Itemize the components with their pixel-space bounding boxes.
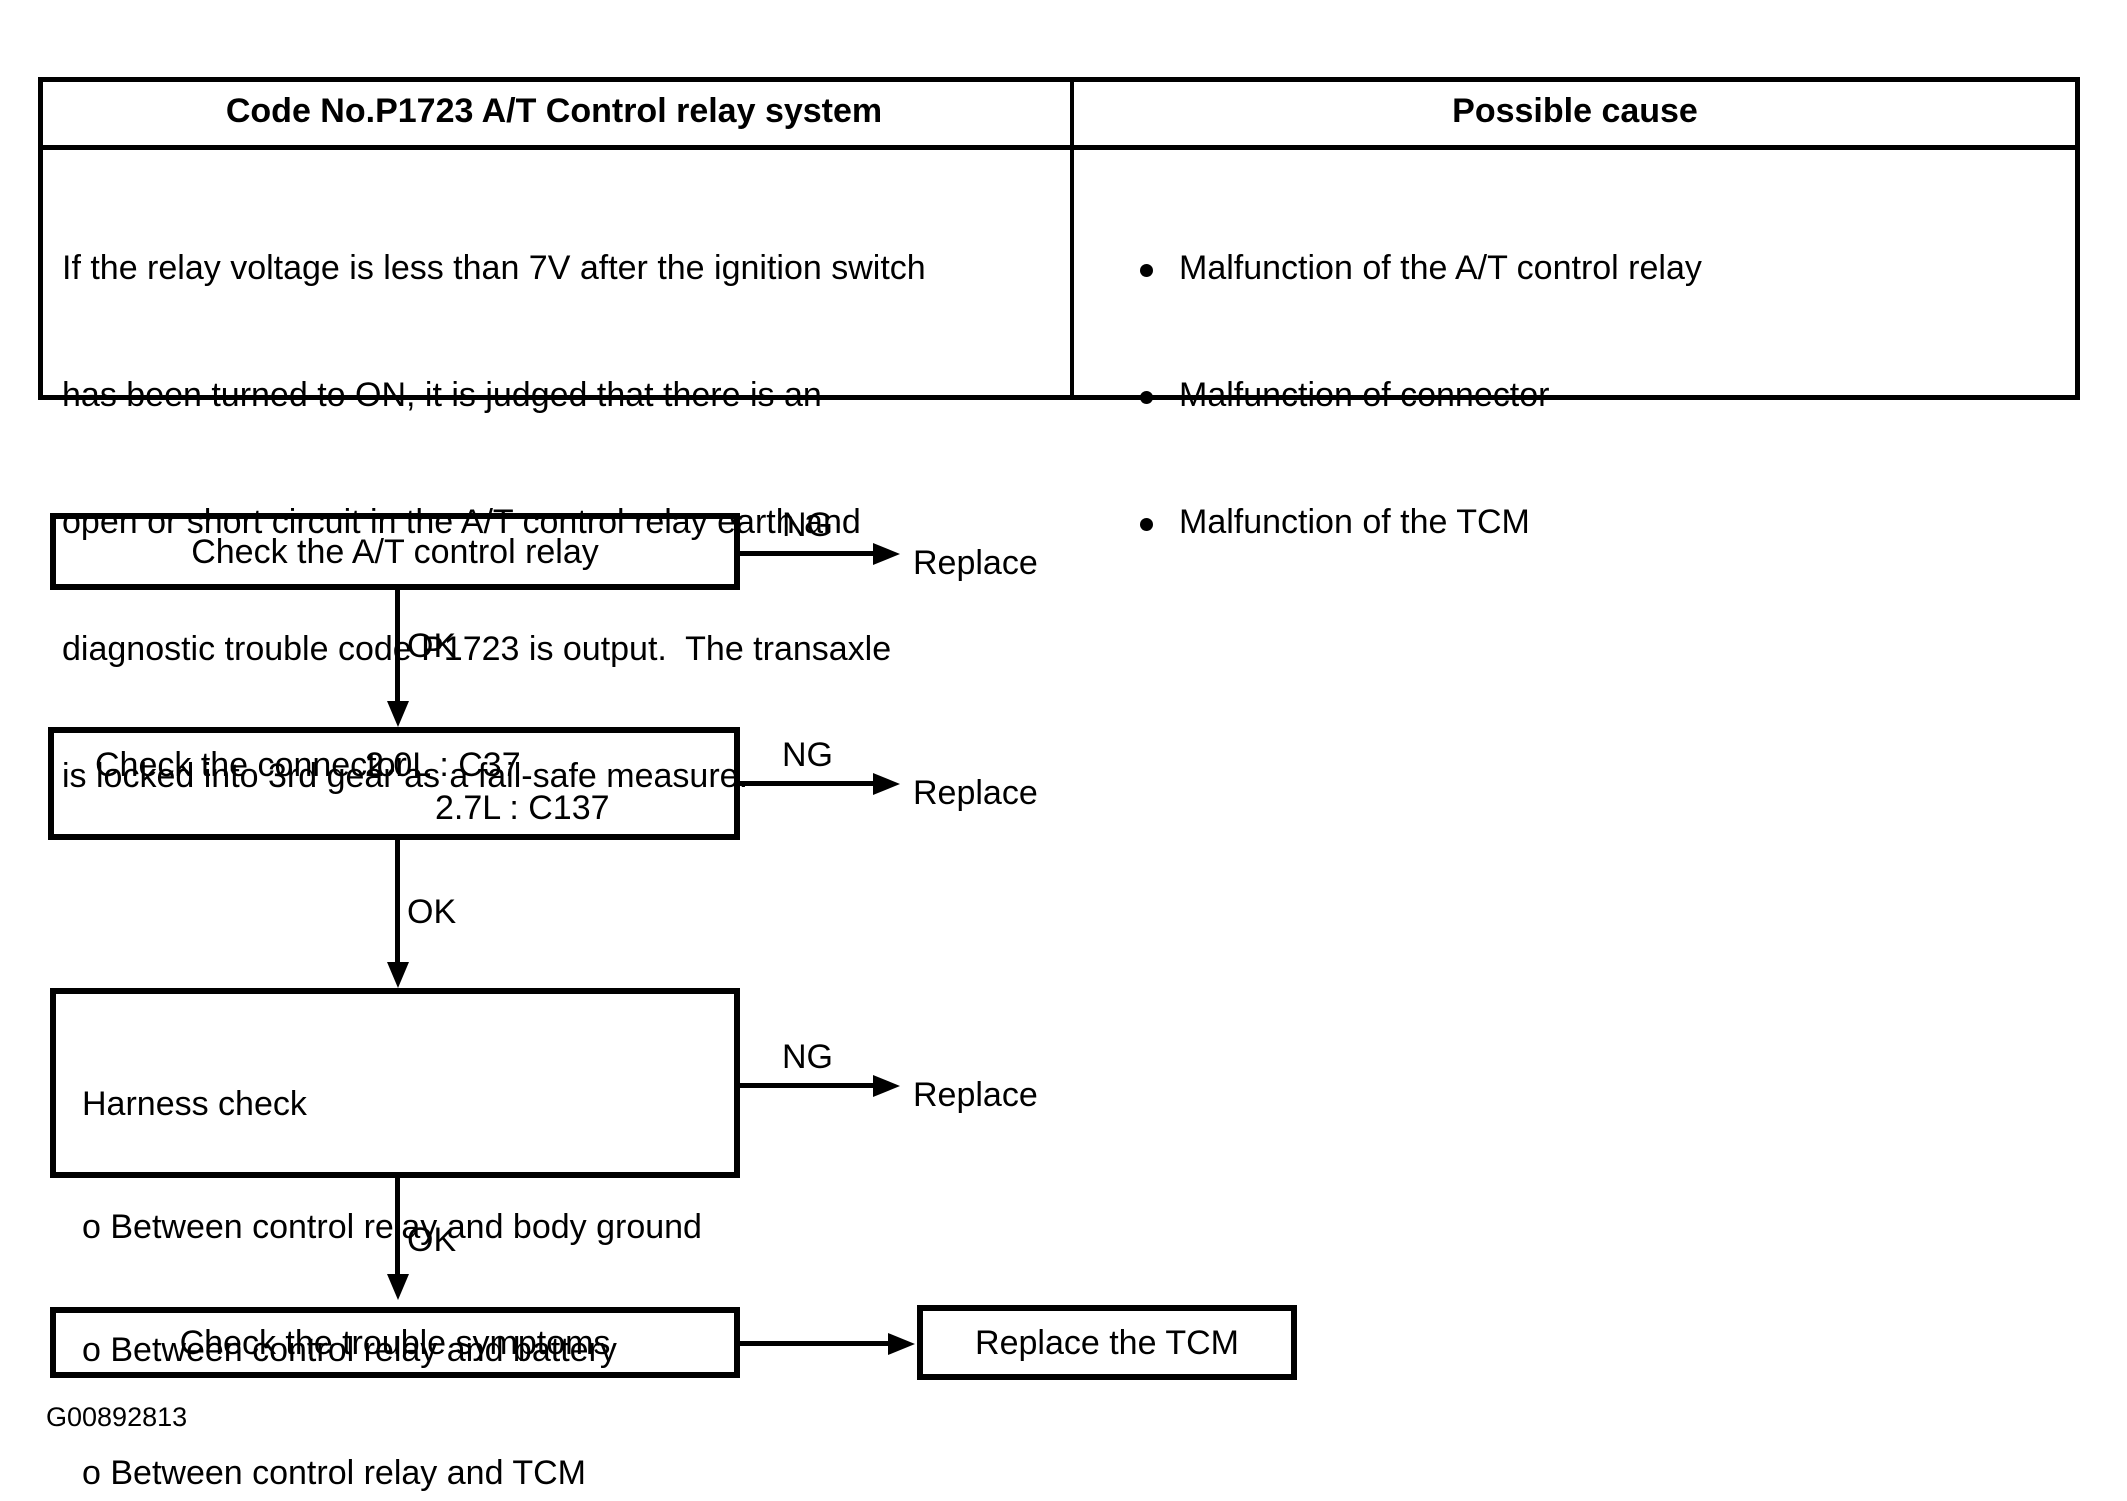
description-line: diagnostic trouble code P1723 is output.… xyxy=(62,630,892,668)
flow-box-harness-check xyxy=(50,988,740,1178)
description-line: has been turned to ON, it is judged that… xyxy=(62,376,822,414)
cause-item: Malfunction of connector xyxy=(1140,375,1702,422)
flow-box-label: Check the A/T control relay xyxy=(191,532,599,571)
arrow-right-icon xyxy=(873,543,900,565)
dtc-table xyxy=(38,77,2080,400)
ng-arrow-line xyxy=(740,1083,876,1088)
ng-arrow-line xyxy=(740,781,876,786)
result-arrow-line xyxy=(740,1341,890,1346)
harness-check-item: o Between control relay and battery xyxy=(82,1331,617,1369)
connector-variant-2: 2.7L : C137 xyxy=(435,789,610,827)
flow-box-check-connector xyxy=(48,727,740,840)
flow-box-replace-tcm: Replace the TCM xyxy=(917,1305,1297,1380)
ok-label: OK xyxy=(407,893,457,931)
cause-item: Malfunction of the A/T control relay xyxy=(1140,248,1702,295)
replace-label: Replace xyxy=(913,1076,1038,1114)
ok-label: OK xyxy=(407,1221,457,1259)
table-header-possible-cause: Possible cause xyxy=(1452,92,1698,130)
bullet-icon xyxy=(1140,391,1153,404)
cause-item: Malfunction of the TCM xyxy=(1140,502,1702,549)
ng-arrow-line xyxy=(740,551,876,556)
arrow-down-icon xyxy=(387,701,409,727)
ok-arrow-line xyxy=(395,589,400,703)
flow-box-label: Check the trouble symptoms xyxy=(179,1323,611,1362)
bullet-icon xyxy=(1140,264,1153,277)
arrow-right-icon xyxy=(873,773,900,795)
figure-code: G00892813 xyxy=(46,1402,188,1432)
ok-arrow-line xyxy=(395,840,400,964)
cause-text: Malfunction of the TCM xyxy=(1179,503,1530,541)
replace-label: Replace xyxy=(913,774,1038,812)
flow-box-check-trouble-symptoms: Check the trouble symptoms xyxy=(50,1307,740,1378)
ng-label: NG xyxy=(782,1038,833,1076)
cause-text: Malfunction of connector xyxy=(1179,376,1550,414)
description-line: is locked into 3rd gear as a fail-safe m… xyxy=(62,757,749,795)
arrow-down-icon xyxy=(387,1274,409,1300)
description-line: open or short circuit in the A/T control… xyxy=(62,503,861,541)
flow-box-label: Replace the TCM xyxy=(975,1323,1239,1362)
ng-label: NG xyxy=(782,506,833,544)
flow-box-label: Check the connector xyxy=(95,746,407,784)
table-column-divider xyxy=(1070,77,1074,400)
table-header-code: Code No.P1723 A/T Control relay system xyxy=(225,92,883,130)
flow-box-check-relay: Check the A/T control relay xyxy=(50,513,740,590)
description-line: If the relay voltage is less than 7V aft… xyxy=(62,249,926,287)
possible-cause-list: Malfunction of the A/T control relay Mal… xyxy=(1140,168,1702,629)
harness-check-item: o Between control relay and TCM xyxy=(82,1454,586,1492)
harness-check-item: o Between control relay and body ground xyxy=(82,1208,702,1246)
harness-check-content: Harness check o Between control relay an… xyxy=(82,1002,702,1501)
arrow-right-icon xyxy=(888,1333,915,1355)
ok-arrow-line xyxy=(395,1178,400,1276)
harness-check-title: Harness check xyxy=(82,1085,307,1123)
cause-text: Malfunction of the A/T control relay xyxy=(1179,249,1702,287)
bullet-icon xyxy=(1140,518,1153,531)
replace-label: Replace xyxy=(913,544,1038,582)
ok-label: OK xyxy=(407,627,457,665)
connector-variant-1: 2.0L : C37 xyxy=(365,746,521,784)
dtc-description: If the relay voltage is less than 7V aft… xyxy=(62,168,926,883)
arrow-down-icon xyxy=(387,962,409,988)
table-header-divider xyxy=(38,145,2080,150)
arrow-right-icon xyxy=(873,1075,900,1097)
ng-label: NG xyxy=(782,736,833,774)
